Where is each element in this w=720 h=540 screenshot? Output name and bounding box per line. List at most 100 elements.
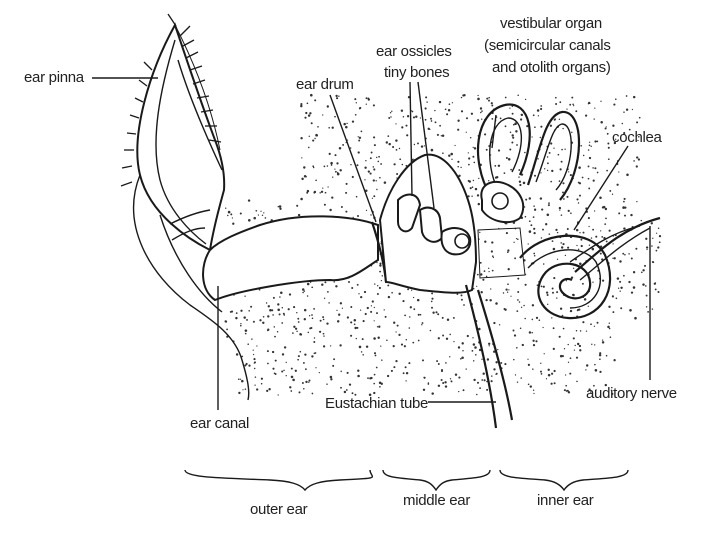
stipple-dot <box>623 201 625 203</box>
stipple-dot <box>346 183 348 185</box>
stipple-dot <box>656 250 658 252</box>
stipple-dot <box>646 246 648 248</box>
stipple-dot <box>442 317 444 319</box>
stipple-dot <box>584 298 587 301</box>
stipple-dot <box>308 332 310 334</box>
stipple-dot <box>505 97 507 99</box>
stipple-dot <box>576 381 578 383</box>
stipple-dot <box>537 109 540 112</box>
stipple-dot <box>461 294 463 296</box>
stipple-dot <box>515 374 516 375</box>
stipple-dot <box>599 197 602 200</box>
stipple-dot <box>253 217 256 220</box>
stipple-dot <box>458 391 459 392</box>
stipple-dot <box>493 368 495 370</box>
stipple-dot <box>491 105 493 107</box>
stipple-dot <box>309 136 310 137</box>
stipple-dot <box>441 369 443 371</box>
stipple-dot <box>431 301 433 303</box>
stipple-dot <box>254 368 255 369</box>
stipple-dot <box>533 232 535 234</box>
stipple-dot <box>475 188 477 190</box>
stipple-dot <box>570 310 572 312</box>
stipple-dot <box>293 306 295 308</box>
stipple-dot <box>278 394 279 395</box>
stipple-dot <box>542 327 543 328</box>
stipple-dot <box>449 334 451 336</box>
pinna-hair <box>121 182 132 186</box>
stipple-dot <box>606 126 607 127</box>
stipple-dot <box>377 293 379 295</box>
stipple-dot <box>446 113 448 115</box>
stipple-dot <box>375 355 377 357</box>
stipple-dot <box>520 377 521 378</box>
stipple-dot <box>601 236 603 238</box>
stipple-dot <box>391 370 393 372</box>
stipple-dot <box>588 217 590 219</box>
pinna-hair <box>135 98 143 102</box>
stipple-dot <box>504 308 506 310</box>
stipple-dot <box>334 154 336 156</box>
stipple-dot <box>528 383 530 385</box>
stipple-dot <box>620 307 622 309</box>
stipple-dot <box>507 292 508 293</box>
stipple-dot <box>259 319 261 321</box>
stipple-dot <box>361 131 363 133</box>
stipple-dot <box>477 274 479 276</box>
stipple-dot <box>376 157 377 158</box>
stipple-dot <box>413 308 415 310</box>
stipple-dot <box>534 126 536 128</box>
stipple-dot <box>562 243 564 245</box>
stipple-dot <box>612 194 613 195</box>
stipple-dot <box>488 97 490 99</box>
stipple-dot <box>386 141 388 143</box>
stipple-dot <box>372 198 373 199</box>
stipple-dot <box>626 174 629 177</box>
stipple-dot <box>339 344 341 346</box>
stipple-dot <box>561 161 563 163</box>
section-middle-ear: middle ear <box>403 492 470 509</box>
stipple-dot <box>481 119 482 120</box>
stipple-dot <box>575 110 577 112</box>
stipple-dot <box>599 358 601 360</box>
stipple-dot <box>594 364 596 366</box>
stipple-dot <box>498 149 500 151</box>
stipple-dot <box>298 214 300 216</box>
stipple-dot <box>421 324 422 325</box>
stipple-dot <box>578 249 579 250</box>
stipple-dot <box>296 312 297 313</box>
stipple-dot <box>248 219 251 222</box>
stipple-dot <box>565 374 566 375</box>
stipple-dot <box>305 112 307 114</box>
pinna-hair <box>190 66 202 70</box>
stipple-dot <box>558 154 560 156</box>
stipple-dot <box>401 126 403 128</box>
stipple-dot <box>311 286 313 288</box>
stipple-dot <box>517 291 519 293</box>
stipple-dot <box>284 314 286 316</box>
stipple-dot <box>289 293 291 295</box>
stipple-dot <box>380 345 381 346</box>
stipple-dot <box>612 125 614 127</box>
stipple-dot <box>636 121 638 123</box>
stipple-dot <box>327 186 328 187</box>
stipple-dot <box>553 248 556 251</box>
stipple-dot <box>638 158 640 160</box>
stipple-dot <box>403 372 405 374</box>
stipple-dot <box>304 318 306 320</box>
stipple-dot <box>619 260 621 262</box>
stipple-dot <box>462 94 464 96</box>
stipple-dot <box>562 355 564 357</box>
stipple-dot <box>576 357 578 359</box>
stipple-dot <box>652 308 653 309</box>
stipple-dot <box>484 133 486 135</box>
stipple-dot <box>367 377 369 379</box>
stipple-dot <box>431 392 433 394</box>
brace-inner-ear <box>500 470 628 490</box>
stipple-dot <box>545 223 547 225</box>
stipple-dot <box>377 285 378 286</box>
stipple-dot <box>408 327 410 329</box>
stipple-dot <box>602 341 604 343</box>
stipple-dot <box>253 354 254 355</box>
